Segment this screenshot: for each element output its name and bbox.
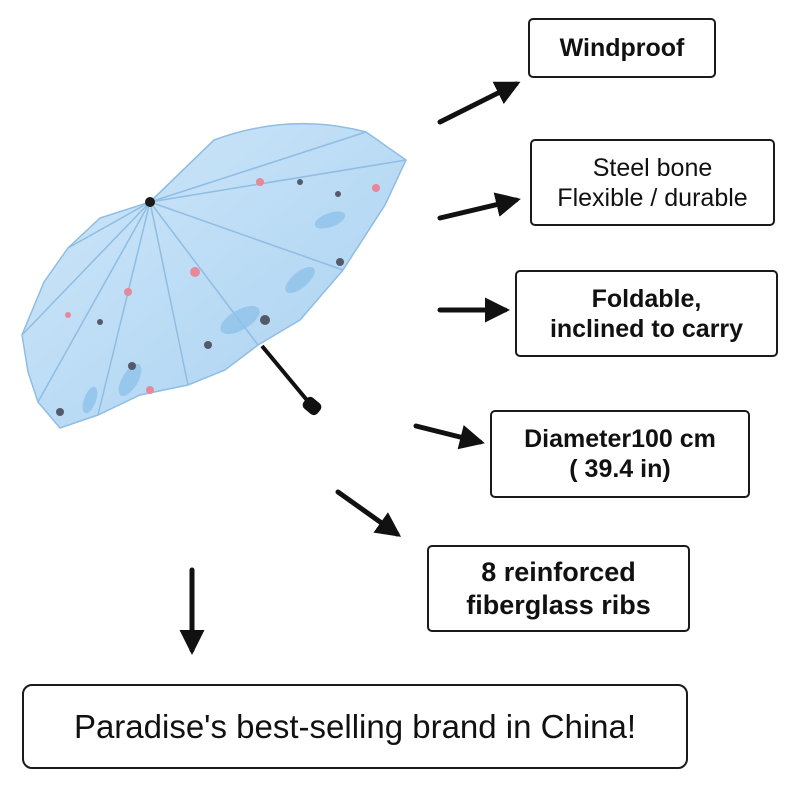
feature-diameter-label: Diameter100 cm ( 39.4 in) (490, 410, 750, 498)
arrow-icon (413, 423, 485, 450)
feature-diameter-line2: ( 39.4 in) (569, 455, 671, 483)
feature-steel-bone-line2: Flexible / durable (557, 183, 748, 212)
feature-ribs-line2: fiberglass ribs (466, 589, 651, 620)
arrow-icon (437, 192, 521, 221)
feature-steel-bone-line1: Steel bone (592, 153, 713, 182)
feature-ribs-label: 8 reinforced fiberglass ribs (427, 545, 690, 632)
brand-banner: Paradise's best-selling brand in China! (22, 684, 688, 769)
feature-diameter-line1: Diameter100 cm (524, 425, 716, 453)
feature-foldable-label: Foldable, inclined to carry (515, 270, 778, 357)
feature-steel-bone-label: Steel bone Flexible / durable (530, 139, 775, 226)
feature-foldable-line2: inclined to carry (549, 314, 744, 343)
feature-foldable-line1: Foldable, (591, 284, 702, 313)
umbrella-handle (260, 344, 313, 407)
arrow-icon (437, 81, 521, 125)
arrow-icon (335, 489, 402, 537)
brand-banner-text: Paradise's best-selling brand in China! (73, 707, 637, 745)
umbrella-canopy (21, 122, 407, 429)
umbrella-icon (21, 122, 407, 429)
feature-windproof-text: Windproof (559, 34, 685, 62)
feature-windproof-label: Windproof (528, 18, 716, 78)
feature-ribs-line1: 8 reinforced (481, 557, 636, 588)
